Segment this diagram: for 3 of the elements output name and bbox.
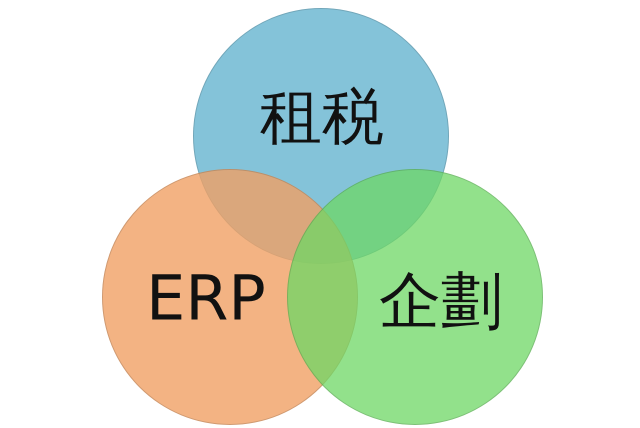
circle-label: ERP (146, 262, 266, 334)
circle-label: 租税 (260, 79, 384, 155)
circle-label: 企劃 (379, 263, 503, 339)
